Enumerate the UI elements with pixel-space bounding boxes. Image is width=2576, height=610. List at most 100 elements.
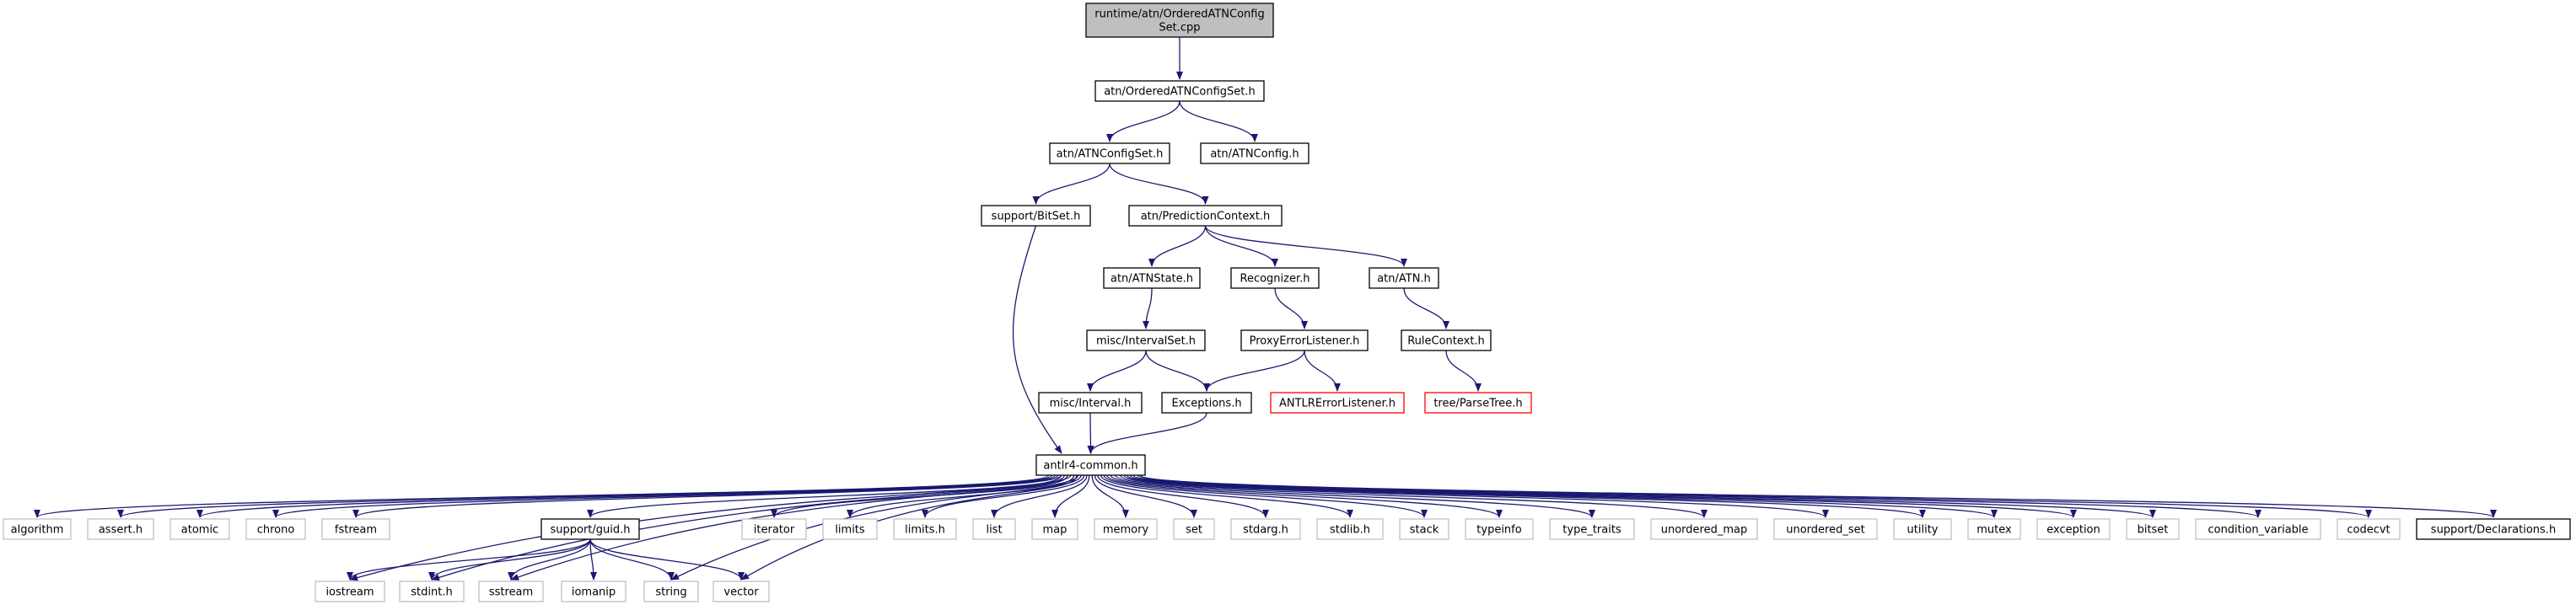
node-unordered_map: unordered_map bbox=[1650, 518, 1758, 540]
node-atnstate_h[interactable]: atn/ATNState.h bbox=[1103, 267, 1201, 289]
node-guid_h[interactable]: support/guid.h bbox=[540, 518, 640, 540]
node-label-parsetree_h: tree/ParseTree.h bbox=[1433, 398, 1522, 410]
node-box-mutex bbox=[1967, 518, 2021, 540]
node-exceptions_h[interactable]: Exceptions.h bbox=[1161, 392, 1252, 414]
node-ordered_h[interactable]: atn/OrderedATNConfigSet.h bbox=[1094, 80, 1265, 102]
node-label-common_h: antlr4-common.h bbox=[1043, 460, 1137, 473]
node-label-map: map bbox=[1043, 524, 1068, 537]
node-stdint_h: stdint.h bbox=[399, 581, 465, 602]
node-label-vector: vector bbox=[723, 586, 759, 599]
edge-common_h-to-declarations_h bbox=[1139, 474, 2497, 518]
node-type_traits: type_traits bbox=[1549, 518, 1635, 540]
node-atnconfig_h[interactable]: atn/ATNConfig.h bbox=[1200, 142, 1310, 164]
edge-common_h-to-type_traits bbox=[1110, 474, 1595, 518]
node-box-codecvt bbox=[2337, 518, 2401, 540]
edge-common_h-to-map bbox=[1051, 474, 1090, 518]
node-label-stdint_h: stdint.h bbox=[411, 586, 452, 599]
node-label-predctx_h: atn/PredictionContext.h bbox=[1141, 211, 1271, 223]
node-label-unordered_map: unordered_map bbox=[1661, 524, 1748, 537]
node-box-exceptions_h bbox=[1161, 392, 1252, 414]
edge-common_h-to-condition_variable bbox=[1137, 474, 2261, 518]
node-interval_h[interactable]: misc/Interval.h bbox=[1038, 392, 1143, 414]
node-sstream: sstream bbox=[478, 581, 544, 602]
node-label-limits: limits bbox=[835, 524, 865, 537]
node-root[interactable]: runtime/atn/OrderedATNConfigSet.cpp bbox=[1085, 3, 1274, 38]
node-box-chrono bbox=[245, 518, 306, 540]
node-label-string: string bbox=[655, 586, 686, 599]
node-label-limits_h: limits.h bbox=[905, 524, 945, 537]
edge-common_h-to-exception bbox=[1129, 474, 2077, 518]
node-box-bitset bbox=[2126, 518, 2180, 540]
node-box-guid_h bbox=[540, 518, 640, 540]
node-utility: utility bbox=[1893, 518, 1952, 540]
node-box-memory bbox=[1094, 518, 1158, 540]
edge-predctx_h-to-recognizer_h bbox=[1204, 225, 1278, 267]
edge-atnconfigset_h-to-predctx_h bbox=[1109, 163, 1209, 205]
node-predctx_h[interactable]: atn/PredictionContext.h bbox=[1128, 205, 1283, 227]
edge-common_h-to-typeinfo bbox=[1106, 474, 1503, 518]
node-label-condition_variable: condition_variable bbox=[2208, 524, 2308, 537]
node-box-atnstate_h bbox=[1103, 267, 1201, 289]
node-label-utility: utility bbox=[1907, 524, 1939, 537]
node-box-utility bbox=[1893, 518, 1952, 540]
node-parsetree_h[interactable]: tree/ParseTree.h bbox=[1424, 392, 1532, 414]
node-label-assert_h: assert.h bbox=[99, 524, 143, 537]
node-box-common_h bbox=[1035, 454, 1146, 476]
node-box-limits bbox=[822, 518, 878, 540]
node-box-iterator bbox=[741, 518, 807, 540]
edge-atnstate_h-to-intervalset_h bbox=[1143, 287, 1153, 329]
node-atnconfigset_h[interactable]: atn/ATNConfigSet.h bbox=[1049, 142, 1170, 164]
node-recognizer_h[interactable]: Recognizer.h bbox=[1230, 267, 1320, 289]
edge-common_h-to-bitset bbox=[1132, 474, 2156, 518]
node-label-codecvt: codecvt bbox=[2347, 524, 2390, 537]
edge-recognizer_h-to-proxy_h bbox=[1274, 287, 1308, 329]
edge-common_h-to-iostream bbox=[349, 474, 1062, 581]
node-label-typeinfo: typeinfo bbox=[1476, 524, 1521, 537]
edge-proxy_h-to-antlrerr_h bbox=[1304, 350, 1341, 392]
node-antlrerr_h[interactable]: ANTLRErrorListener.h bbox=[1270, 392, 1405, 414]
node-list: list bbox=[972, 518, 1016, 540]
node-bitset: bitset bbox=[2126, 518, 2180, 540]
node-iterator: iterator bbox=[741, 518, 807, 540]
node-label-antlrerr_h: ANTLRErrorListener.h bbox=[1279, 398, 1396, 410]
node-atn_h[interactable]: atn/ATN.h bbox=[1369, 267, 1439, 289]
edge-common_h-to-stdlib_h bbox=[1100, 474, 1353, 518]
node-box-antlrerr_h bbox=[1270, 392, 1405, 414]
node-label-unordered_set: unordered_set bbox=[1786, 524, 1864, 537]
node-intervalset_h[interactable]: misc/IntervalSet.h bbox=[1086, 329, 1206, 351]
node-common_h[interactable]: antlr4-common.h bbox=[1035, 454, 1146, 476]
edge-guid_h-to-string bbox=[589, 538, 675, 581]
node-bitset_h[interactable]: support/BitSet.h bbox=[981, 205, 1091, 227]
node-box-iomanip bbox=[561, 581, 627, 602]
node-limits: limits bbox=[822, 518, 878, 540]
node-label-root-line-1: Set.cpp bbox=[1159, 22, 1200, 35]
node-fstream: fstream bbox=[321, 518, 390, 540]
node-box-atnconfig_h bbox=[1200, 142, 1310, 164]
edge-rulectx_h-to-parsetree_h bbox=[1445, 350, 1482, 392]
node-label-set: set bbox=[1186, 524, 1202, 537]
edge-common_h-to-memory bbox=[1091, 474, 1129, 518]
node-box-intervalset_h bbox=[1086, 329, 1206, 351]
node-box-unordered_map bbox=[1650, 518, 1758, 540]
node-label-iterator: iterator bbox=[754, 524, 795, 537]
node-unordered_set: unordered_set bbox=[1773, 518, 1878, 540]
node-proxy_h[interactable]: ProxyErrorListener.h bbox=[1240, 329, 1369, 351]
node-rulectx_h[interactable]: RuleContext.h bbox=[1401, 329, 1492, 351]
edge-guid_h-to-stdint_h bbox=[428, 538, 591, 581]
edge-common_h-to-set bbox=[1094, 474, 1197, 518]
node-box-ordered_h bbox=[1094, 80, 1265, 102]
node-box-stdint_h bbox=[399, 581, 465, 602]
node-label-stdlib_h: stdlib.h bbox=[1330, 524, 1370, 537]
node-declarations_h[interactable]: support/Declarations.h bbox=[2416, 518, 2571, 540]
node-string: string bbox=[643, 581, 699, 602]
node-stdlib_h: stdlib.h bbox=[1316, 518, 1384, 540]
edge-interval_h-to-common_h bbox=[1087, 412, 1094, 454]
node-label-mutex: mutex bbox=[1976, 524, 2012, 537]
node-label-iomanip: iomanip bbox=[572, 586, 616, 599]
node-algorithm: algorithm bbox=[3, 518, 72, 540]
node-box-rulectx_h bbox=[1401, 329, 1492, 351]
node-box-sstream bbox=[478, 581, 544, 602]
node-label-atnconfigset_h: atn/ATNConfigSet.h bbox=[1057, 148, 1164, 161]
edge-common_h-to-atomic bbox=[196, 474, 1056, 518]
node-set: set bbox=[1173, 518, 1215, 540]
